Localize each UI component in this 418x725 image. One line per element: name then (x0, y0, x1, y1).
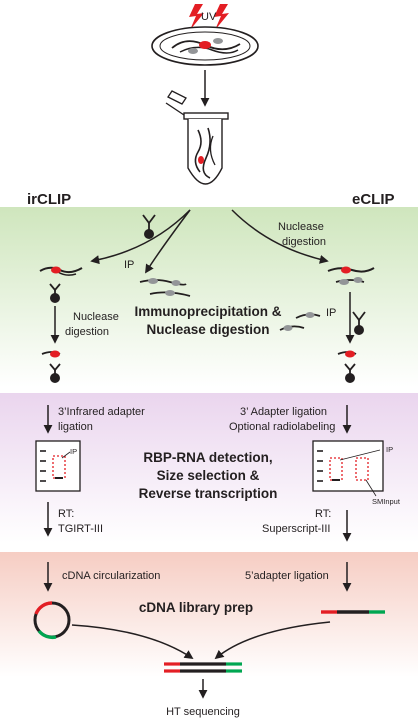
antibody-right-icon (352, 311, 366, 335)
complex-right-bottom (337, 350, 357, 383)
five-prime-adapter-label: 5’adapter ligation (245, 570, 329, 582)
gel-right-icon (312, 440, 384, 497)
sequencing-library-icon (164, 662, 242, 673)
ip-label-right: IP (326, 307, 336, 319)
rt-right-label-2: Superscript-III (262, 523, 330, 535)
nuclease-digestion-label-right: Nuclease (278, 221, 324, 233)
ht-sequencing-label: HT sequencing (166, 706, 240, 718)
circular-cdna-icon (33, 601, 71, 640)
microcentrifuge-tube-icon (165, 90, 229, 185)
cdna-circularization-label: cDNA circularization (62, 570, 160, 582)
rna-fragments-right-ip (279, 312, 321, 331)
infrared-adapter-label-2: ligation (58, 421, 93, 433)
converge-arrow-left (71, 624, 194, 659)
rna-fragments-ip (139, 278, 191, 297)
nuclease-digestion-label-right-2: digestion (282, 236, 326, 248)
rt-left-label-2: TGIRT-III (58, 523, 103, 535)
nuclease-digestion-label-left: Nuclease (73, 311, 119, 323)
gel-right-ip-label: IP (386, 445, 393, 454)
uv-lightning-icon (189, 4, 229, 30)
rna-protein-complex-left (39, 266, 83, 303)
method-eclip-heading: eCLIP (352, 191, 395, 208)
branch-arrow-right (231, 209, 329, 264)
complex-left-bottom (41, 350, 61, 383)
rt-left-label: RT: (58, 508, 74, 520)
converge-arrow-right (214, 621, 331, 660)
infrared-adapter-label: 3’Infrared adapter (58, 406, 145, 418)
adapter-ligation-label: 3’ Adapter ligation (240, 406, 327, 418)
adapter-ligation-label-2: Optional radiolabeling (229, 421, 335, 433)
ip-label-left: IP (124, 259, 134, 271)
rna-protein-complex-right (327, 266, 375, 285)
gel-right-sminput-label: SMInput (372, 497, 401, 506)
band-library-prep (0, 552, 418, 677)
uv-label: UV (201, 11, 217, 23)
rt-right-label: RT: (315, 508, 331, 520)
branch-arrow-ip (145, 209, 191, 274)
gel-left-icon (35, 440, 81, 492)
antibody-top-icon (142, 214, 156, 239)
branch-arrow-left (90, 209, 191, 265)
nuclease-digestion-label-left-2: digestion (65, 326, 109, 338)
culture-dish-icon (151, 26, 259, 66)
band-immunoprecipitation (0, 207, 418, 387)
stage2-center-title-3: Reverse transcription (139, 486, 278, 501)
stage2-center-title-2: Size selection & (157, 468, 260, 483)
stage1-center-title-2: Nuclease digestion (146, 322, 269, 337)
stage3-center-title: cDNA library prep (139, 600, 253, 615)
stage1-center-title: Immunoprecipitation & (134, 304, 281, 319)
stage2-center-title: RBP-RNA detection, (143, 450, 272, 465)
gel-left-ip-label: IP (70, 447, 77, 456)
method-irclip-heading: irCLIP (27, 191, 71, 208)
